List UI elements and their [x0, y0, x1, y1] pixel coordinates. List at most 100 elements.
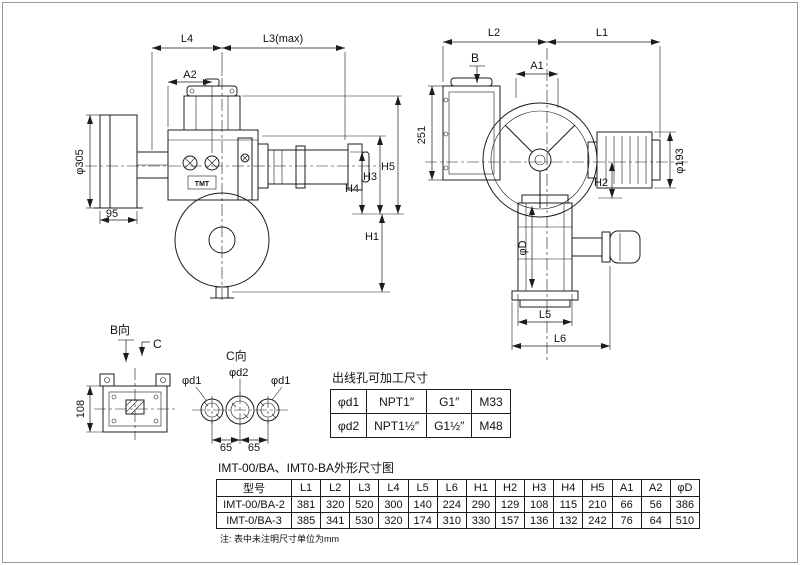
dim-table-header-cell: L2: [320, 479, 351, 497]
dim-table-cell: 385: [290, 512, 322, 529]
dim-table-header-cell: H4: [553, 479, 584, 497]
outlet-table-cell: NPT1″: [366, 389, 428, 414]
outlet-table-cell: φd2: [329, 413, 368, 438]
dim-table-header-cell: L4: [378, 479, 409, 497]
view-C-arrow-label: C: [153, 337, 162, 351]
dim-65-left-label: 65: [220, 442, 232, 454]
dim-L1-label: L1: [596, 27, 608, 39]
outlet-table-cell: M33: [471, 389, 511, 414]
dim-table-cell: 76: [611, 512, 642, 529]
dim-table-cell: 341: [320, 512, 351, 529]
dim-phi193-label: φ193: [674, 148, 686, 174]
c-view-title: C向: [226, 348, 247, 363]
dim-table-cell: 242: [582, 512, 613, 529]
dim-table-cell: 386: [669, 496, 701, 513]
outlet-table-title: 出线孔可加工尺寸: [332, 371, 429, 385]
b-view-title: B向: [110, 322, 130, 337]
outlet-table-cell: φd1: [329, 389, 368, 414]
dim-table-cell: 224: [436, 496, 467, 513]
dim-H5-label: H5: [381, 161, 395, 173]
left-view-drawing: φ305 95 TMT: [74, 33, 404, 303]
dim-table-cell: 174: [407, 512, 438, 529]
dim-table-cell: IMT-0/BA-3: [216, 512, 292, 529]
dim-table-cell: 56: [640, 496, 671, 513]
b-view-drawing: B向 C 108: [75, 322, 176, 440]
dim-table-cell: 300: [378, 496, 409, 513]
dim-A2-label: A2: [183, 69, 196, 81]
units-note: 注: 表中未注明尺寸单位为mm: [220, 534, 339, 544]
outlet-table-cell: NPT1½″: [366, 413, 428, 438]
dim-phi305-label: φ305: [74, 149, 86, 175]
outlet-table-cell: G1″: [426, 389, 473, 414]
dim-108-label: 108: [75, 400, 87, 418]
dim-table-cell: 320: [320, 496, 351, 513]
dim-table-header-cell: L6: [436, 479, 467, 497]
dim-table-cell: 520: [349, 496, 380, 513]
dim-table-cell: 66: [611, 496, 642, 513]
view-B-arrow-label: B: [471, 51, 479, 65]
dim-phid1-right-label: φd1: [271, 375, 290, 387]
dim-table-cell: 320: [378, 512, 409, 529]
dim-table-cell: 510: [669, 512, 701, 529]
dim-table-header-cell: φD: [669, 479, 701, 497]
dim-table-cell: 530: [349, 512, 380, 529]
dim-A1-label: A1: [530, 60, 543, 72]
dim-table-cell: 330: [465, 512, 496, 529]
right-view-drawing: 251 φ193: [416, 27, 688, 362]
dim-L4-label: L4: [181, 33, 193, 45]
dim-251-label: 251: [416, 126, 428, 144]
dim-65-right-label: 65: [248, 442, 260, 454]
c-view-drawing: C向 φd1 φd2 φd1: [182, 348, 290, 454]
dim-L3-label: L3(max): [263, 33, 303, 45]
dim-table-cell: 115: [553, 496, 584, 513]
dim-table-cell: IMT-00/BA-2: [216, 496, 292, 513]
dim-table-header-cell: A2: [640, 479, 671, 497]
dim-table-header-cell: H3: [524, 479, 555, 497]
dim-table-cell: 290: [465, 496, 496, 513]
outlet-table-cell: G1½″: [426, 413, 473, 438]
dim-table-cell: 129: [494, 496, 526, 513]
dim-L2-label: L2: [488, 27, 500, 39]
dim-table-header-cell: A1: [611, 479, 642, 497]
dim-phid2-label: φd2: [229, 367, 248, 379]
brand-label: TMT: [195, 181, 210, 188]
dim-table-cell: 132: [553, 512, 584, 529]
dim-table-header-cell: L1: [290, 479, 322, 497]
outlet-table-cell: M48: [471, 413, 511, 438]
dimension-table-title: IMT-00/BA、IMT0-BA外形尺寸图: [218, 461, 395, 475]
dim-table-cell: 310: [436, 512, 467, 529]
dim-table-header-cell: L3: [349, 479, 380, 497]
dim-table-header-cell: 型号: [216, 479, 292, 497]
dim-table-cell: 381: [290, 496, 322, 513]
dim-table-cell: 64: [640, 512, 671, 529]
dim-table-cell: 157: [494, 512, 526, 529]
dim-table-header-cell: H2: [494, 479, 526, 497]
dim-table-header-cell: L5: [407, 479, 438, 497]
dim-L6-label: L6: [554, 333, 566, 345]
dim-H1-label: H1: [365, 231, 379, 243]
dim-phiD-label: φD: [517, 240, 529, 255]
dim-phid1-left-label: φd1: [182, 375, 201, 387]
dim-table-cell: 136: [524, 512, 555, 529]
dim-H4-label: H4: [345, 183, 359, 195]
dim-table-cell: 140: [407, 496, 438, 513]
dim-table-header-cell: H5: [582, 479, 613, 497]
dim-95-label: 95: [106, 208, 118, 220]
dim-H3-label: H3: [363, 171, 377, 183]
dim-L5-label: L5: [539, 309, 551, 321]
dim-table-header-cell: H1: [465, 479, 496, 497]
dim-table-cell: 210: [582, 496, 613, 513]
